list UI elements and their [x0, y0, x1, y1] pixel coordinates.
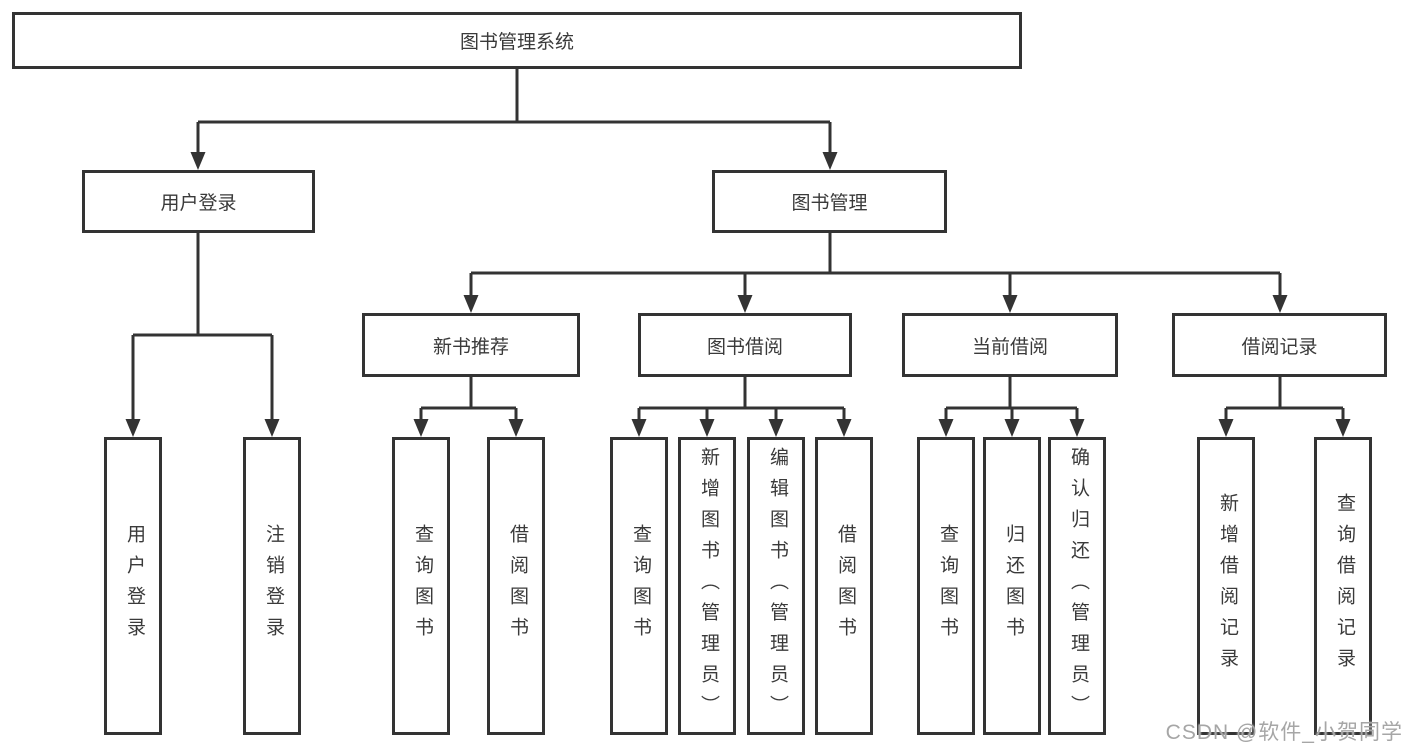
arrowhead: [264, 419, 280, 437]
arrowhead: [768, 419, 784, 437]
arrowhead: [1272, 295, 1288, 313]
node-label: 新书推荐: [432, 336, 509, 358]
connector-bookborrow-to-leaves: [637, 377, 846, 422]
node-new-book-recommend: 新书推荐: [362, 313, 580, 377]
connector-root-to-level2: [196, 69, 832, 156]
arrowhead: [699, 419, 715, 437]
leaf-logout: 注销登录: [243, 437, 301, 735]
connector-borrowrecords-to-leaves: [1224, 377, 1345, 422]
leaf-query-books-current: 查询图书: [917, 437, 975, 735]
leaf-borrow-books-borrow: 借阅图书: [815, 437, 873, 735]
arrowhead: [508, 419, 524, 437]
arrowhead: [1069, 419, 1085, 437]
arrowhead: [1004, 419, 1020, 437]
connector-userlogin-to-leaves: [131, 233, 274, 422]
leaf-query-books-recommend: 查询图书: [392, 437, 450, 735]
node-label: 图书管理: [791, 193, 868, 214]
node-label: 图书管理系统: [459, 32, 574, 53]
connector-newbookrec-to-leaves: [419, 377, 518, 422]
connector-bookmgmt-to-level3: [469, 233, 1282, 298]
leaf-add-borrow-record: 新增借阅记录: [1197, 437, 1255, 735]
arrowhead: [1335, 419, 1351, 437]
watermark: CSDN @软件_小贺同学: [1165, 721, 1403, 744]
node-borrow-records: 借阅记录: [1172, 313, 1387, 377]
leaf-confirm-return-admin: 确认归还（管理员）: [1048, 437, 1106, 735]
arrowhead: [737, 295, 753, 313]
node-root-system: 图书管理系统: [12, 12, 1022, 69]
node-label: 图书借阅: [706, 336, 783, 358]
node-book-management: 图书管理: [712, 170, 947, 233]
leaf-return-books: 归还图书: [983, 437, 1041, 735]
node-user-login: 用户登录: [82, 170, 315, 233]
node-label: 用户登录: [160, 193, 237, 214]
leaf-query-books-borrow: 查询图书: [610, 437, 668, 735]
arrowhead: [631, 419, 647, 437]
arrowhead: [836, 419, 852, 437]
node-book-borrow: 图书借阅: [638, 313, 852, 377]
node-current-borrow: 当前借阅: [902, 313, 1118, 377]
connector-currentborrow-to-leaves: [944, 377, 1079, 422]
arrowhead: [1002, 295, 1018, 313]
arrowhead: [938, 419, 954, 437]
arrowhead: [190, 152, 206, 170]
arrowhead: [413, 419, 429, 437]
arrowhead: [1218, 419, 1234, 437]
leaf-query-borrow-record: 查询借阅记录: [1314, 437, 1372, 735]
arrowhead: [463, 295, 479, 313]
node-label: 当前借阅: [971, 336, 1048, 358]
leaf-borrow-books-recommend: 借阅图书: [487, 437, 545, 735]
leaf-add-books-admin: 新增图书（管理员）: [678, 437, 736, 735]
leaf-user-login: 用户登录: [104, 437, 162, 735]
leaf-edit-books-admin: 编辑图书（管理员）: [747, 437, 805, 735]
arrowhead: [125, 419, 141, 437]
arrowhead: [822, 152, 838, 170]
node-label: 借阅记录: [1241, 336, 1318, 358]
